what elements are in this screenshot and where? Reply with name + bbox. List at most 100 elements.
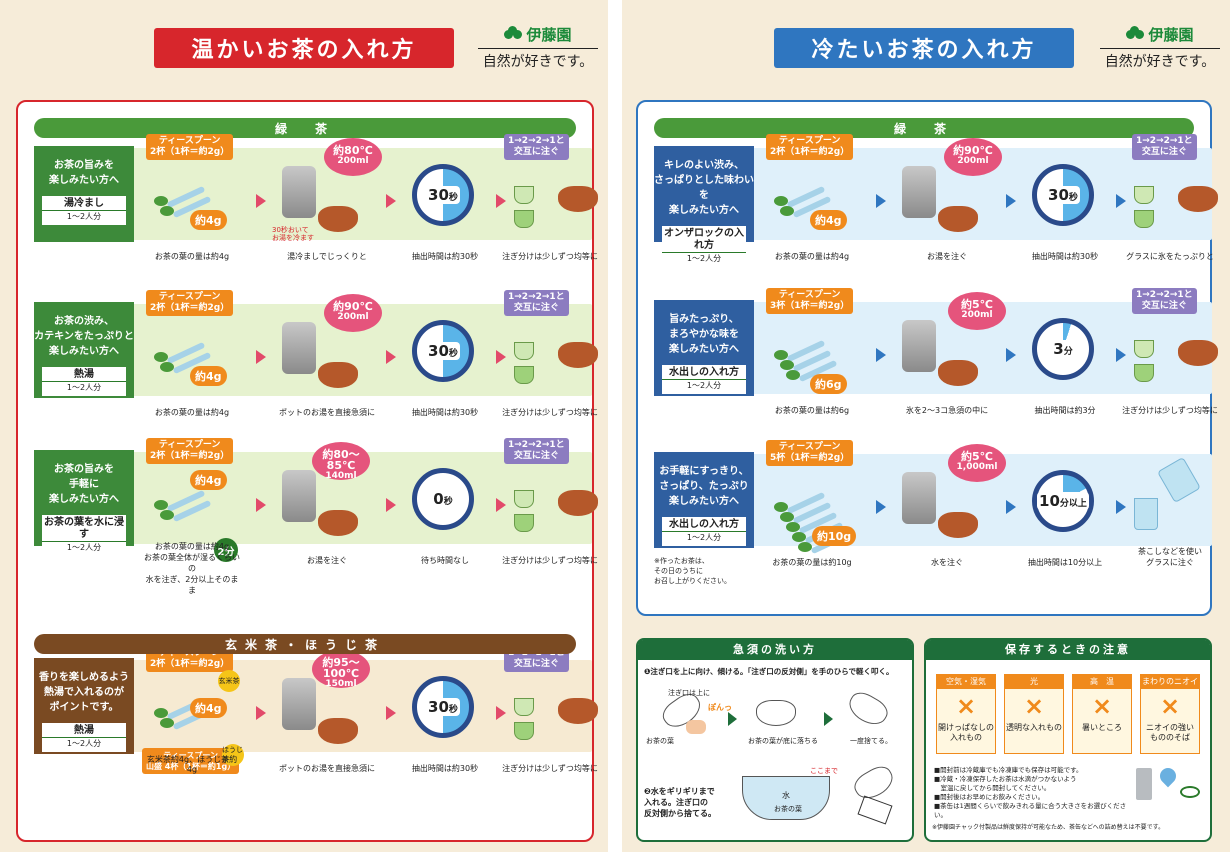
serving-label: 1〜2人分	[42, 381, 126, 394]
section-green-tea-cold: 緑 茶	[654, 118, 1194, 138]
section-green-tea: 緑 茶	[34, 118, 576, 138]
tea-leaf-icon	[798, 542, 812, 552]
timer-readout: 30秒	[426, 698, 460, 716]
arrow-icon	[1116, 194, 1126, 208]
footnote: ※作ったお茶は、 その日のうちに お召し上がりください。	[654, 557, 731, 585]
arrow-icon	[876, 500, 886, 514]
method-label: オンザロックの入れ方	[664, 228, 744, 251]
row-description: 香りを楽しめるよう 熱湯で入れるのが ポイントです。	[39, 672, 129, 713]
timer-icon: 0秒	[412, 468, 474, 530]
step-pour: 1→2→2→1と 交互に注ぐ注ぎ分けは少しずつ均等に	[502, 134, 604, 264]
arrow-icon	[386, 350, 396, 364]
cup-icon	[1134, 186, 1154, 204]
cross-icon: ×	[955, 692, 977, 720]
genmai-badge: 玄米茶	[218, 670, 240, 692]
brand-slogan: 自然が好きです。	[1104, 54, 1216, 70]
pour-instruction: 1→2→2→1と 交互に注ぐ	[504, 134, 569, 160]
teapot-icon	[938, 360, 978, 386]
teapot-icon	[318, 718, 358, 744]
teapot-icon	[318, 362, 358, 388]
temperature: 約80〜85℃	[322, 448, 360, 472]
wash-step1: ❶注ぎ口を上に向け、傾ける。「注ぎ口の反対側」を手のひらで軽く叩く。	[644, 667, 894, 676]
soak-time-badge: 2分	[214, 538, 238, 562]
step-timer: 0秒待ち時間なし	[400, 450, 490, 568]
caption-pour: 注ぎ分けは少しずつ均等に	[502, 764, 598, 773]
volume: 150ml	[325, 679, 357, 689]
glass-icon	[1134, 498, 1158, 530]
category-text: 暑いところ	[1082, 723, 1122, 732]
cross-icon: ×	[1023, 692, 1045, 720]
tea-leaf-icon	[154, 500, 168, 510]
arrow-icon	[1116, 348, 1126, 362]
tea-leaf-icon	[160, 510, 174, 520]
arrow-icon	[386, 194, 396, 208]
tea-leaf-icon	[154, 708, 168, 718]
caption-time: 抽出時間は約30秒	[411, 252, 479, 261]
arrow-icon	[876, 194, 886, 208]
category-header: まわりのニオイ	[1141, 675, 1199, 689]
volume: 200ml	[961, 310, 993, 320]
volume: 140ml	[325, 471, 357, 481]
caption-pour: 注ぎ分けは少しずつ均等に	[502, 252, 598, 261]
arrow-icon	[1006, 500, 1016, 514]
caption-leaves: 玄米茶約4g、ほうじ茶約4g	[146, 755, 238, 774]
pot-icon	[282, 166, 316, 218]
serving-label: 1〜2人分	[42, 541, 126, 554]
cup-icon	[514, 698, 534, 716]
arrow-icon	[256, 350, 266, 364]
leaf-amount: 約6g	[810, 374, 847, 394]
caption-water: 氷を2〜3コ急須の中に	[905, 406, 989, 415]
teapot-icon	[318, 206, 358, 232]
tea-leaf-icon	[786, 522, 800, 532]
teapot-icon	[558, 698, 598, 724]
cold-tea-panel: 緑 茶 キレのよい渋み、 さっぱりとした味わいを 楽しみたい方へオンザロックの入…	[636, 100, 1218, 616]
step-pour: 1→2→2→1と 交互に注ぐグラスに氷をたっぷりと	[1124, 134, 1224, 264]
clover-icon	[504, 25, 523, 44]
cup-icon	[1134, 210, 1154, 228]
timer-icon: 30秒	[1032, 164, 1094, 226]
cold-tea-section: 冷たいお茶の入れ方 伊藤園 自然が好きです。 緑 茶 キレのよい渋み、 さっぱり…	[622, 0, 1230, 852]
timer-value: 0	[433, 490, 444, 508]
cup-icon	[1134, 364, 1154, 382]
timer-readout: 30秒	[1046, 186, 1080, 204]
method-label: 水出しの入れ方	[669, 367, 739, 378]
timer-readout: 10分以上	[1037, 492, 1089, 510]
hot-tea-section: 温かいお茶の入れ方 伊藤園 自然が好きです。 緑 茶 お茶の旨みを 楽しみたい方…	[0, 0, 608, 852]
section-genmai-houji: 玄米茶・ほうじ茶	[34, 634, 576, 654]
storage-notes: ■開封前は冷蔵庫でも冷凍庫でも保存は可能です。 ■冷蔵・冷凍保存したお茶は水滴が…	[934, 766, 1127, 819]
spoon-count: ティースプーン 2杯（1杯＝約2g）	[766, 134, 854, 160]
pot-icon	[902, 320, 936, 372]
cup-icon	[514, 210, 534, 228]
method-label: 湯冷まし	[64, 198, 104, 209]
timer-icon: 30秒	[412, 320, 474, 382]
timer-unit: 秒	[1068, 193, 1078, 203]
leaf-amount: 約4g	[190, 210, 227, 230]
cup-icon	[514, 722, 534, 740]
teapot-icon	[558, 342, 598, 368]
volume: 200ml	[337, 156, 369, 166]
cross-icon: ×	[1159, 692, 1181, 720]
tea-row: 香りを楽しめるよう 熱湯で入れるのが ポイントです。熱湯1〜2人分ティースプーン…	[34, 646, 598, 776]
category-header: 空気・湿気	[937, 675, 995, 689]
